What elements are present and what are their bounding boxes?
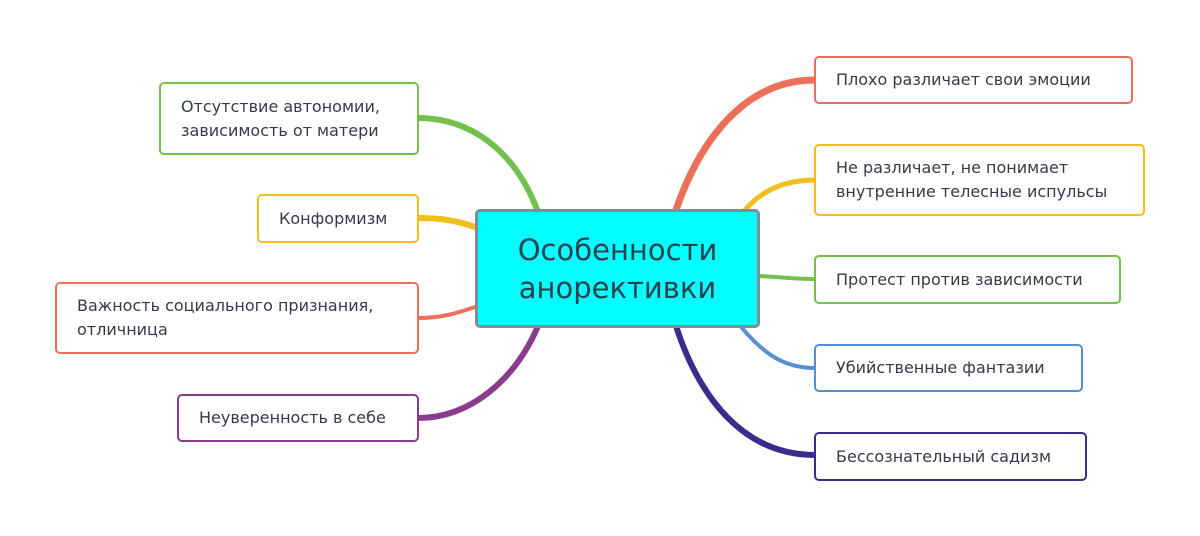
node-self-doubt-label: Неуверенность в себе: [199, 408, 386, 427]
node-fantasies[interactable]: Убийственные фантазии: [814, 344, 1083, 392]
node-social-recognition[interactable]: Важность социального признания, отличниц…: [55, 282, 419, 354]
node-social-recognition-label: Важность социального признания, отличниц…: [77, 296, 374, 339]
node-impulses-label: Не различает, не понимает внутренние тел…: [836, 158, 1108, 201]
node-autonomy[interactable]: Отсутствие автономии, зависимость от мат…: [159, 82, 419, 155]
node-sadism-label: Бессознательный садизм: [836, 446, 1052, 466]
node-conformism[interactable]: Конформизм: [257, 194, 419, 243]
central-topic-line-1: Особенности: [517, 232, 718, 267]
central-topic[interactable]: Особенности анорективки: [475, 209, 760, 328]
connector-impulses: [742, 177, 818, 213]
connector-autonomy: [415, 115, 541, 215]
connector-protest: [758, 274, 817, 281]
node-sadism[interactable]: Бессознательный садизм: [814, 432, 1087, 481]
node-emotions[interactable]: Плохо различает свои эмоции: [814, 56, 1133, 104]
node-self-doubt[interactable]: Неуверенность в себе: [177, 394, 419, 442]
node-impulses[interactable]: Не различает, не понимает внутренние тел…: [814, 144, 1145, 216]
connector-sadism: [673, 323, 818, 458]
connector-conformism: [415, 215, 481, 231]
connector-fantasies: [740, 326, 817, 370]
connector-social-recognition: [416, 304, 480, 320]
connector-emotions: [672, 76, 819, 214]
connector-self-doubt: [415, 323, 541, 421]
node-emotions-label: Плохо различает свои эмоции: [836, 70, 1091, 89]
central-topic-line-2: анорективки: [518, 270, 717, 305]
node-autonomy-label: Отсутствие автономии, зависимость от мат…: [181, 96, 380, 140]
node-conformism-label: Конформизм: [279, 208, 388, 228]
node-protest-label: Протест против зависимости: [836, 269, 1083, 289]
node-protest[interactable]: Протест против зависимости: [814, 255, 1121, 304]
node-fantasies-label: Убийственные фантазии: [836, 358, 1045, 377]
